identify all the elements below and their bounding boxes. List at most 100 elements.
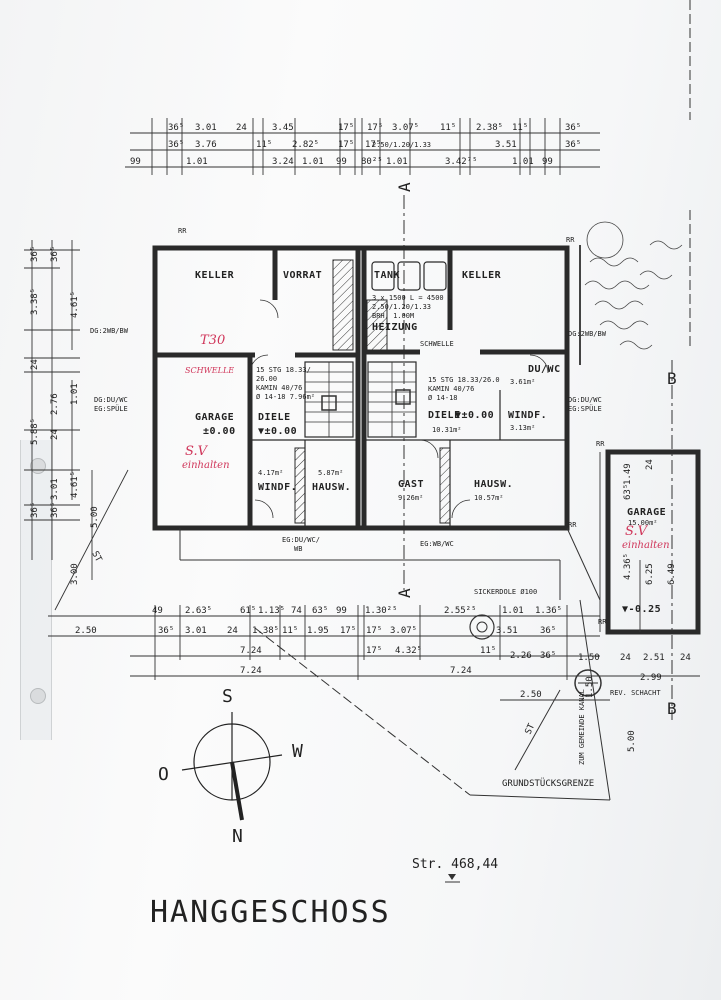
section-line-a: A A [395,182,414,598]
stair-right-1: 15 STG 18.33/26.0 [428,376,500,384]
dim-top1-4: 17⁵ [338,123,354,133]
hatched-wall [294,447,306,524]
oil-tanks [371,261,447,291]
top-dimension-chains: 36⁵ 3.01 24 3.45 17⁵ 17⁵ 3.07⁵ 11⁵ 2.38⁵… [125,118,600,175]
dim-top3-1: 1.01 [186,157,208,167]
stair-left-2: 26.00 [256,375,277,383]
st-right: ST [524,722,538,737]
dim-right-2: 5.00 [627,730,637,752]
dim-bot2-4: 1.38⁵ [252,626,279,636]
dim-bot1-8: 2.55²⁵ [444,606,477,616]
dim-bot2-11: 36⁵ [540,626,556,636]
punch-hole [30,688,46,704]
kanal-label: ZUM GEMEINDE KANAL [578,689,586,765]
dim-bot2-3: 24 [227,626,238,636]
dim-right-3: 1.49 [623,463,633,485]
gast-area: 9.26m² [398,494,423,502]
dim-bot1-6: 99 [336,606,347,616]
dim-top3-5: 80²⁵ [361,157,383,167]
right-dimension-chains: 1.49 24 63⁵ 4.36⁵ 6.25 6.49 1.50 1.50 5.… [578,452,677,752]
rr-mark: RR [596,440,605,448]
rev-schacht [574,669,602,697]
dim-left-13: 5.00 [90,506,100,528]
dim-right-7: 6.25 [645,563,655,585]
dim-top3-7: 3.42⁷⁵ [445,157,478,167]
note-schwelle: SCHWELLE [185,366,234,375]
dim-right-4: 24 [645,459,655,470]
dim-left-6: 1.01 [70,383,80,405]
grenze-label: GRUNDSTÜCKSGRENZE [502,778,594,789]
dim-top2-2: 11⁵ [256,140,272,150]
section-b-bottom: B [667,699,677,718]
dim-bot1-0: 49 [152,606,163,616]
dim-bot4-1: 7.24 [450,666,472,676]
exterior-lines [179,527,611,801]
service-labels: DG:2WB/BW DG:DU/WC EG:SPÜLE DG:2WB/BW DG… [90,227,661,789]
dim-bot2-7: 17⁵ [340,626,356,636]
stair-right-2: KAMIN 40/76 [428,385,474,393]
dim-top3-2: 3.24 [272,157,294,167]
dim-bot1-1: 2.63⁵ [185,606,212,616]
eg-left-1: EG:DU/WC/ [282,536,320,544]
rr-mark: RR [598,618,607,626]
dg-right-1: DG:2WB/BW [568,330,607,338]
dim-left-11: 3.01 [50,478,60,500]
doors [249,299,549,519]
hatched-wall [439,447,451,524]
stair-right-3: Ø 14-18 [428,394,458,402]
dim-bot3-0: 7.24 [240,646,262,656]
dim-bot2-5: 11⁵ [282,626,298,636]
note-garage-right-2: einhalten [622,540,670,551]
handwritten-notes: T30 SCHWELLE S.V einhalten S.V einhalten [182,333,670,551]
dim-top2-4: 17⁵ [338,140,354,150]
note-garage-right-1: S.V [625,524,649,539]
dim-bot1-10: 1.36⁵ [535,606,562,616]
dim-top2-0: 36⁵ [168,140,184,150]
room-keller-right: KELLER [462,270,502,281]
street-level: Str. 468,44 [412,857,498,872]
dim-bot2-1: 36⁵ [158,626,174,636]
dim-bot3-6: 24 [620,653,631,663]
rev-schacht-label: REV. SCHACHT [610,689,661,697]
dim-top1-5: 17⁵ [367,123,383,133]
dim-bot1-5: 63⁵ [312,606,328,616]
sickerdole [469,614,495,640]
dim-top2-5: 17⁵ [365,140,381,150]
eg-right: EG:WB/WC [420,540,454,548]
dim-bot3-4: 2.26 [510,651,532,661]
tank-note-3: BRH. 1.00M [372,312,414,320]
dim-top1-6: 3.07⁵ [392,123,419,133]
dim-bot2-0: 2.50 [75,626,97,636]
room-hausw-left: HAUSW. [312,482,351,493]
dim-top2-1: 3.76 [195,140,217,150]
dim-bot1-2: 61⁵ [240,606,256,616]
dim-right-5: 63⁵ [623,484,633,500]
dim-top1-2: 24 [236,123,247,133]
chimney [321,395,337,411]
dim-left-3: 4.61⁵ [70,291,80,318]
room-garage-left: GARAGE [195,412,234,423]
dim-top1-0: 36⁵ [168,123,184,133]
dim-top3-9: 99 [542,157,553,167]
diele-right-level: ▼±0.00 [455,410,494,421]
dim-left-7: 5.88⁵ [30,418,40,445]
rr-mark: RR [568,521,577,529]
dim-top2-8: 36⁵ [565,140,581,150]
room-duwc-right: DU/WC [528,364,561,375]
dim-top2-6: 2.50/1.20/1.33 [372,141,431,149]
compass: S W O N [158,686,303,847]
dim-top1-10: 36⁵ [565,123,581,133]
dim-top1-7: 11⁵ [440,123,456,133]
dim-top2-3: 2.82⁵ [292,140,319,150]
room-labels: KELLER VORRAT TANK KELLER 3 x 1500 L = 4… [195,270,666,615]
dim-top1-1: 3.01 [195,123,217,133]
dim-bot3-1: 17⁵ [366,646,382,656]
bottom-dimension-chains: 49 2.63⁵ 61⁵ 1.13⁵ 74 63⁵ 99 1.30²⁵ 2.55… [48,605,700,701]
room-windf-right: WINDF. [508,410,547,421]
garage-right-walls [605,449,701,635]
note-garage-left-1: S.V [185,444,209,459]
dg-left-1: DG:2WB/BW [90,327,129,335]
windf-left-area: 4.17m² [258,469,283,477]
section-a-top: A [395,182,414,192]
